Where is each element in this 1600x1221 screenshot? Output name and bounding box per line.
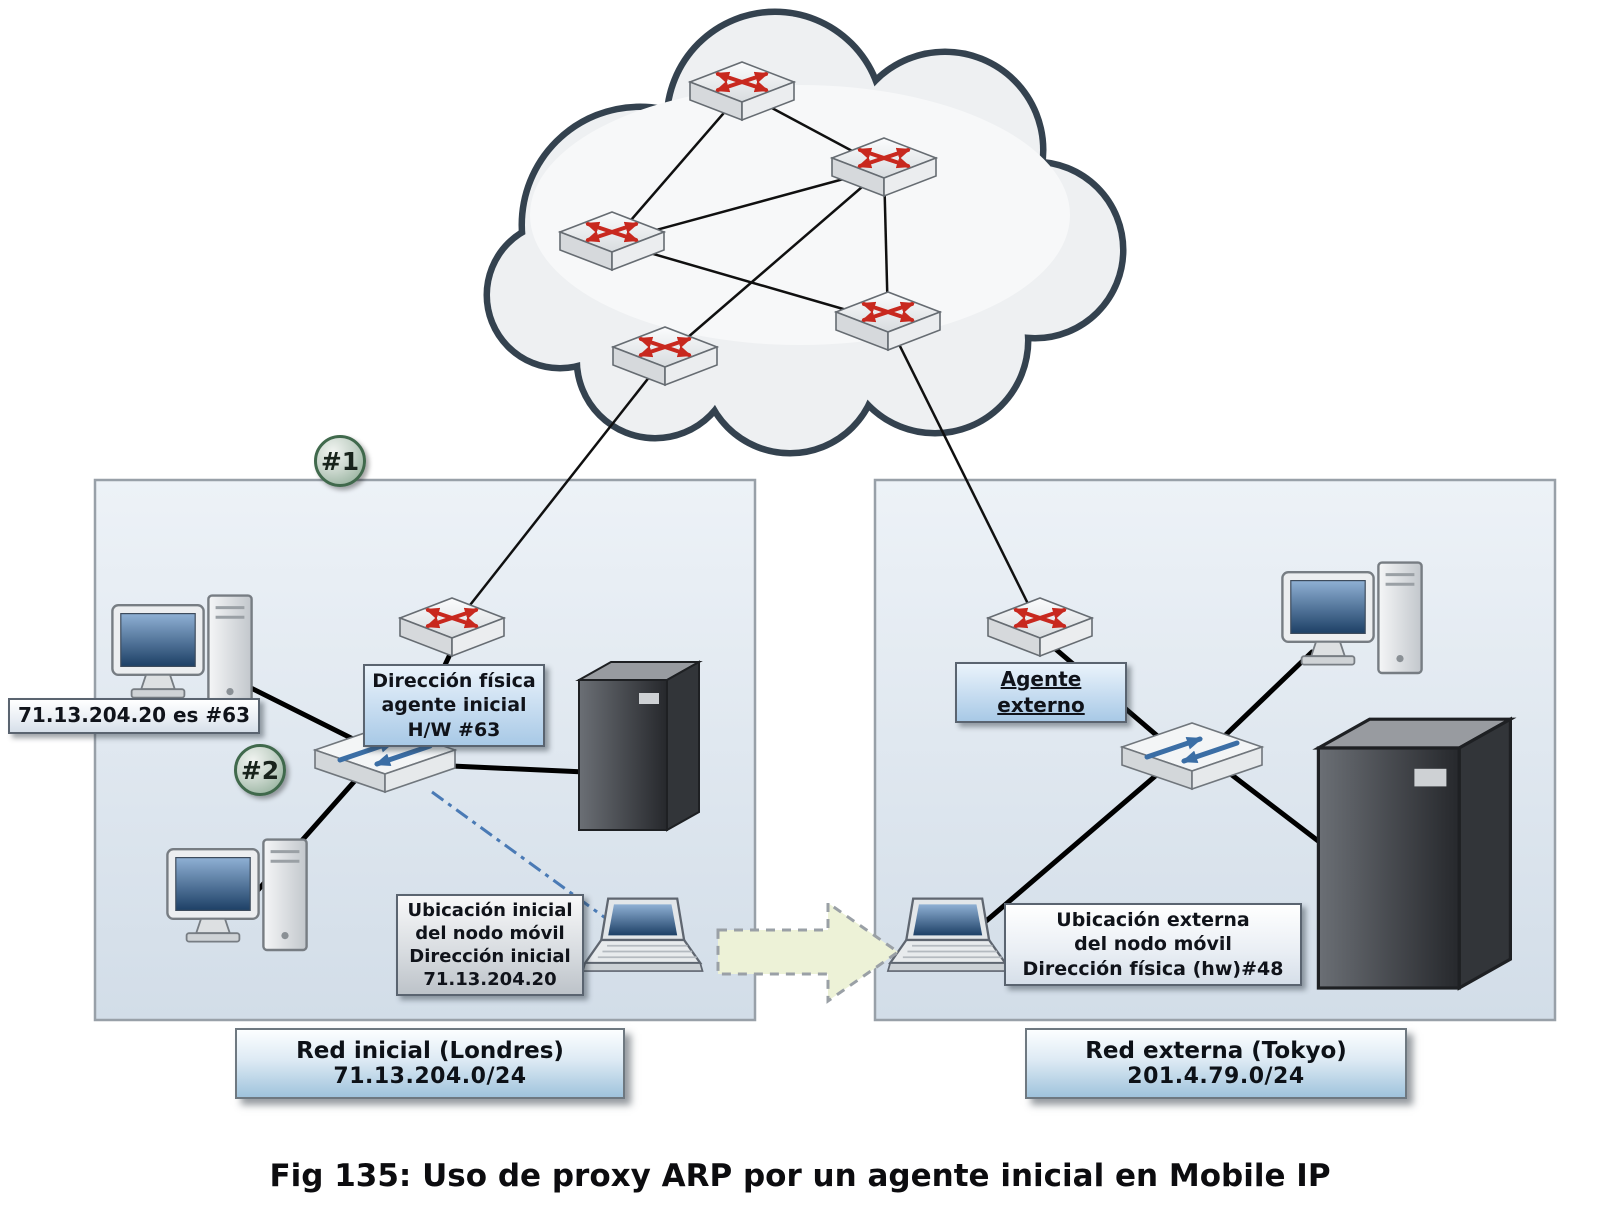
node-move-arrow-icon — [716, 900, 901, 1004]
home-agent-hw-label: Dirección física agente inicial H/W #63 — [363, 664, 545, 747]
foreign-network-title: Red externa (Tokyo) 201.4.79.0/24 — [1025, 1028, 1407, 1099]
wan-link-foreign — [886, 321, 1042, 629]
home-desktop-icon — [110, 594, 254, 708]
figure-caption: Fig 135: Uso de proxy ARP por un agente … — [269, 1158, 1331, 1194]
home-node-location-label: Ubicación inicial del nodo móvil Direcci… — [396, 894, 584, 997]
internet-cloud — [490, 15, 1120, 450]
home-network-title: Red inicial (Londres) 71.13.204.0/24 — [235, 1028, 625, 1099]
home-network-subnet: 71.13.204.0/24 — [333, 1064, 527, 1089]
foreign-server-icon — [1316, 717, 1513, 990]
home-network-name: Red inicial (Londres) — [296, 1038, 564, 1064]
foreign-agent-label: Agente externo — [955, 662, 1127, 724]
foreign-desktop-icon — [1280, 561, 1424, 675]
foreign-network-name: Red externa (Tokyo) — [1085, 1038, 1347, 1064]
wan-link-home — [451, 356, 666, 629]
wan-links — [451, 321, 1042, 629]
foreign-network-subnet: 201.4.79.0/24 — [1127, 1064, 1305, 1089]
proxy-arp-dashed-link — [431, 790, 623, 932]
home-server-icon — [578, 661, 700, 831]
home-desktop-icon — [165, 838, 309, 952]
step1-badge: #1 — [314, 435, 366, 487]
step2-badge: #2 — [234, 744, 286, 796]
arp-mapping-label: 71.13.204.20 es #63 — [8, 698, 260, 734]
foreign-node-location-label: Ubicación externa del nodo móvil Direcci… — [1004, 903, 1302, 986]
